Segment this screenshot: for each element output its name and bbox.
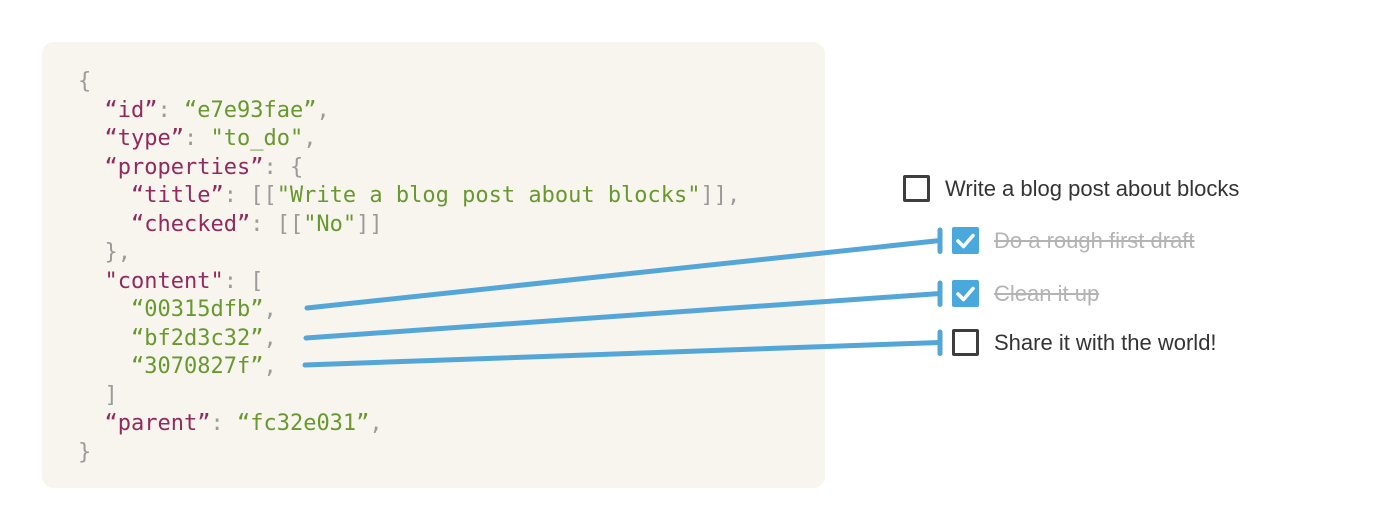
checkmark-icon xyxy=(956,286,975,302)
checkbox[interactable] xyxy=(952,329,979,356)
code-line: “parent”: “fc32e031”, xyxy=(104,411,383,436)
checkmark-icon xyxy=(956,233,975,249)
code-line: “properties”: { xyxy=(104,154,304,180)
todo-item: Clean it up xyxy=(952,280,1099,307)
todo-item: Write a blog post about blocks xyxy=(903,175,1239,202)
code-line: “checked”: [["No"]] xyxy=(130,211,383,237)
todo-item: Do a rough first draft xyxy=(952,227,1195,254)
code-line: “bf2d3c32”, xyxy=(130,325,277,351)
code-line: “title”: [["Write a blog post about bloc… xyxy=(130,183,741,208)
code-line: { xyxy=(78,69,92,94)
code-line: “type”: "to_do", xyxy=(104,126,317,151)
checkbox[interactable] xyxy=(952,227,979,254)
checkbox[interactable] xyxy=(903,175,930,202)
json-code-block: { “id”: “e7e93fae”, “type”: "to_do", “pr… xyxy=(78,68,740,467)
todo-item-label: Share it with the world! xyxy=(994,330,1217,355)
todo-item-label: Do a rough first draft xyxy=(994,228,1195,253)
code-line: }, xyxy=(78,240,131,265)
todo-item-label: Write a blog post about blocks xyxy=(945,176,1240,201)
code-line: ] xyxy=(78,382,118,408)
checkbox[interactable] xyxy=(952,280,979,307)
code-line: } xyxy=(78,439,92,465)
code-line: “id”: “e7e93fae”, xyxy=(104,97,330,123)
code-line: "content": [ xyxy=(104,268,264,294)
code-line: “00315dfb”, xyxy=(130,297,277,322)
todo-item: Share it with the world! xyxy=(952,329,1217,356)
todo-item-label: Clean it up xyxy=(994,281,1100,306)
code-line: “3070827f”, xyxy=(130,354,277,379)
